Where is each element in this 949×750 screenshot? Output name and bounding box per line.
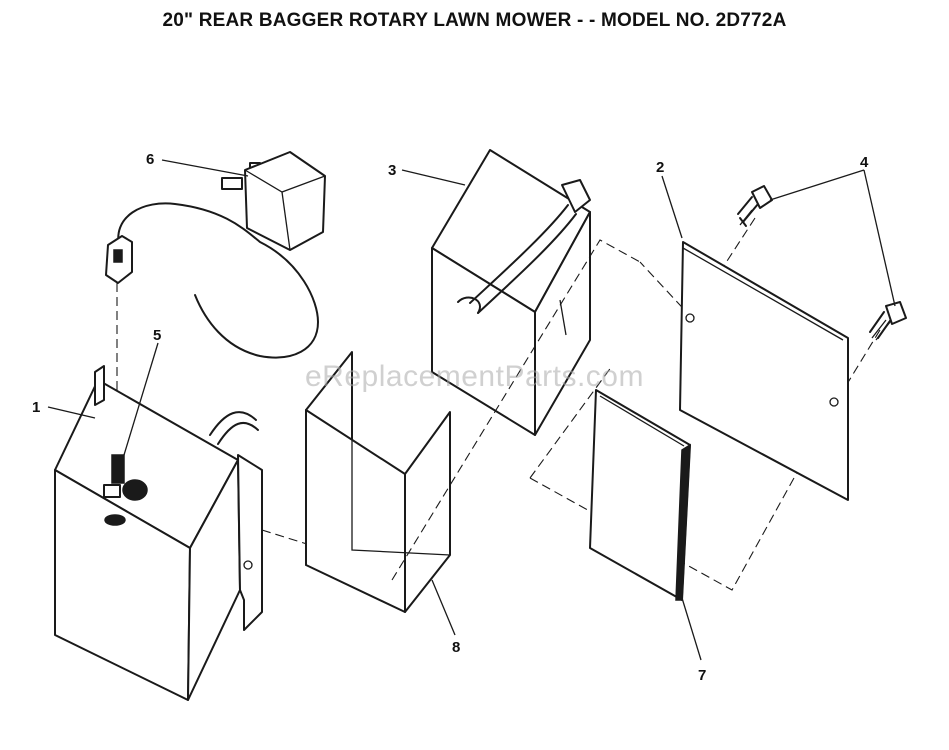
callout-6: 6 bbox=[146, 151, 154, 168]
charger-part bbox=[105, 151, 326, 359]
callout-4: 4 bbox=[860, 154, 869, 171]
cover-plate-part bbox=[679, 241, 849, 501]
battery-part bbox=[431, 149, 591, 436]
callout-3: 3 bbox=[388, 162, 396, 179]
battery-box-part bbox=[54, 365, 263, 701]
callout-labels: 1 2 3 4 5 6 7 8 bbox=[32, 151, 869, 684]
callout-1: 1 bbox=[32, 399, 40, 416]
pad-part bbox=[589, 389, 691, 601]
leader-lines bbox=[47, 159, 896, 661]
callout-8: 8 bbox=[452, 639, 460, 656]
callout-5: 5 bbox=[153, 327, 161, 344]
insulator-part bbox=[305, 351, 451, 613]
callout-2: 2 bbox=[656, 159, 664, 176]
diagram-title: 20" REAR BAGGER ROTARY LAWN MOWER - - MO… bbox=[162, 10, 787, 31]
callout-7: 7 bbox=[698, 667, 706, 684]
